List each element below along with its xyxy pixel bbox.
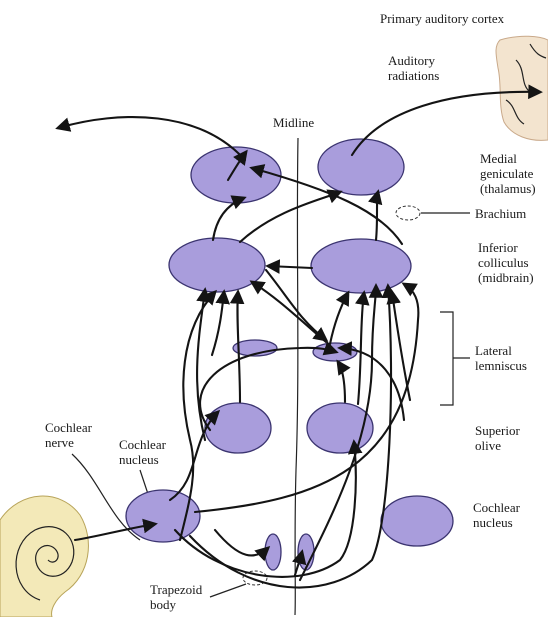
brachium-label: Brachium <box>475 206 526 221</box>
medial-geniculate-left <box>191 147 281 203</box>
primary-auditory-cortex-label: Primary auditory cortex <box>380 11 504 26</box>
inferior-colliculus-label: Inferior colliculus (midbrain) <box>478 240 534 285</box>
inferior-colliculus-right <box>311 239 411 293</box>
trapezoid-body-label: Trapezoid body <box>150 582 202 612</box>
primary-auditory-cortex-tissue <box>496 36 548 140</box>
superior-olive-label: Superior olive <box>475 423 520 453</box>
trapezoid-nucleus-left <box>265 534 281 570</box>
medial-geniculate-label: Medial geniculate (thalamus) <box>480 151 536 196</box>
lateral-lemniscus-bracket <box>440 312 453 405</box>
midline-line <box>295 138 298 615</box>
cochlear-nucleus-left-label: Cochlear nucleus <box>119 437 166 467</box>
superior-olive-left <box>205 403 271 453</box>
brachium-marker <box>396 206 420 220</box>
cochlear-nucleus-right <box>381 496 453 546</box>
lateral-lemniscus-label: Lateral lemniscus <box>475 343 527 373</box>
cochlear-nucleus-right-label: Cochlear nucleus <box>473 500 520 530</box>
cochlea <box>0 496 88 617</box>
cochlear-nerve-label: Cochlear nerve <box>45 420 92 450</box>
midline-label: Midline <box>273 115 314 130</box>
trapezoid-nucleus-right <box>298 534 314 570</box>
medial-geniculate-right <box>318 139 404 195</box>
auditory-radiations-label: Auditory radiations <box>388 53 439 83</box>
inferior-colliculus-left <box>169 238 265 292</box>
